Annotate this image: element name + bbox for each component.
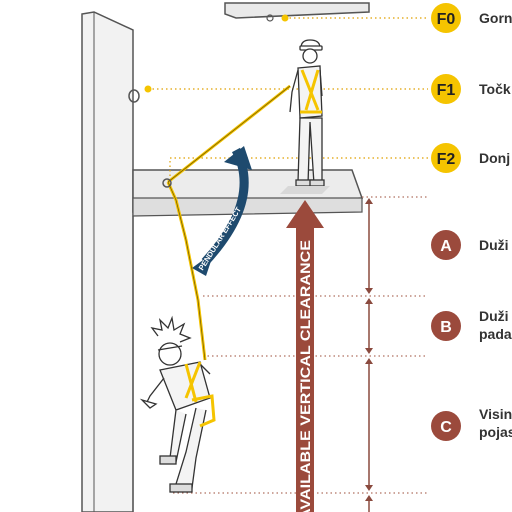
leader-lines [148, 17, 428, 176]
legend-b-line1: Duži [479, 308, 509, 324]
badge-f1 [431, 74, 461, 104]
badge-f2 [431, 143, 461, 173]
anchor-ring-f1 [128, 89, 140, 103]
badge-c-text: C [440, 419, 452, 436]
dimension-arrows [365, 198, 373, 512]
standing-harness [300, 69, 322, 114]
legend-f1: F1 Točk [431, 74, 511, 104]
lanyard-outline [167, 85, 291, 361]
badge-b-text: B [440, 319, 452, 336]
legend-f1-label: Točk [479, 81, 511, 97]
legend-a: A Duži [431, 230, 509, 260]
badge-c [431, 411, 461, 441]
building-pillar [81, 11, 134, 512]
legend-c: C Visin pojas [431, 406, 512, 441]
legend-f2: F2 Donj [431, 143, 510, 173]
floor-shadow [280, 186, 330, 194]
legend-f0-label: Gorn [479, 10, 512, 26]
legend-b-line2: pada [479, 326, 512, 342]
legend-f2-label: Donj [479, 150, 510, 166]
legend-f0: F0 Gorn [431, 3, 512, 33]
falling-harness [184, 361, 216, 428]
badge-f0 [431, 3, 461, 33]
badge-f2-text: F2 [437, 151, 456, 168]
legend-a-label: Duži [479, 237, 509, 253]
falling-worker [139, 315, 211, 493]
clearance-arrow: AVAILABLE VERTICAL CLEARANCE [286, 200, 324, 512]
badge-a [431, 230, 461, 260]
top-anchor-beam [224, 2, 370, 22]
legend-c-line2: pojas [479, 424, 512, 440]
f1-anchor-dot [144, 85, 152, 93]
badge-f1-text: F1 [437, 82, 456, 99]
legend-c-line1: Visin [479, 406, 512, 422]
badge-b [431, 311, 461, 341]
legend-b: B Duži pada [431, 308, 512, 342]
clearance-label: AVAILABLE VERTICAL CLEARANCE [297, 240, 313, 512]
lanyard-hook [162, 178, 172, 188]
f0-anchor-dot [281, 14, 289, 22]
badge-a-text: A [440, 238, 452, 255]
badge-f0-text: F0 [437, 11, 456, 28]
